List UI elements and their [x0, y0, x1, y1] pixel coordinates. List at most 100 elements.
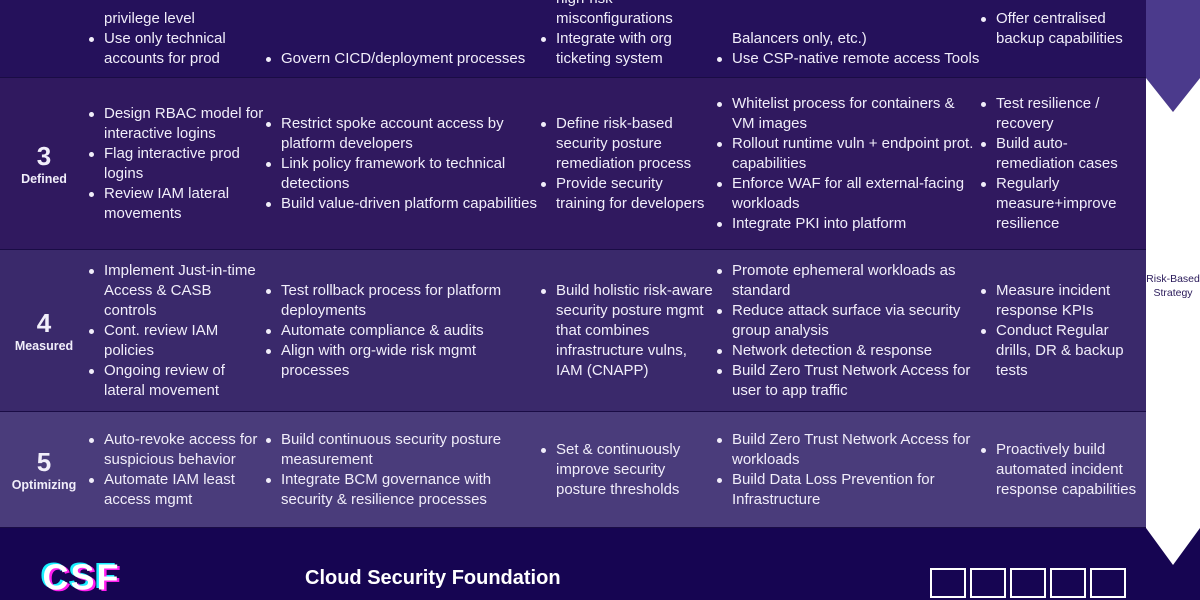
list-item: Align with org-wide risk mgmt processes [265, 341, 540, 381]
bullet-list: Whitelist process for containers & VM im… [716, 94, 980, 234]
list-item: Whitelist process for containers & VM im… [716, 94, 980, 134]
table-cell: Offer centralised backup capabilities [980, 0, 1146, 77]
csf-logo: CSF CSF CSF [38, 556, 208, 598]
list-item: Govern CICD/deployment processes [265, 49, 525, 69]
level-name: Measured [14, 338, 74, 353]
csf-logo-mark: CSF CSF CSF [40, 556, 123, 598]
list-item: Cont. review IAM policies [88, 321, 265, 361]
list-item: Ongoing review of lateral movement [88, 361, 265, 401]
list-item: Proactively build automated incident res… [980, 440, 1146, 500]
bullet-list: Balancers only, etc.) Use CSP-native remo… [716, 29, 979, 69]
table-cell: Auto-revoke access for suspicious behavi… [88, 412, 265, 527]
list-item: Balancers only, etc.) [732, 30, 867, 47]
social-icon-3[interactable] [1010, 568, 1046, 598]
bullet-list: Build continuous security posture measur… [265, 430, 540, 510]
list-item: Build Zero Trust Network Access for user… [716, 361, 980, 401]
list-item: Design RBAC model for interactive logins [88, 104, 265, 144]
list-item: Build Zero Trust Network Access for work… [716, 430, 980, 470]
list-item: Integrate PKI into platform [716, 214, 980, 234]
table-cell: Define risk-based security posture remed… [540, 78, 716, 249]
arrow-shapes [1146, 0, 1200, 600]
bullet-list: Design RBAC model for interactive logins… [88, 104, 265, 224]
bullet-list: Test rollback process for platform deplo… [265, 281, 540, 381]
list-item: Build holistic risk-aware security postu… [540, 281, 716, 381]
list-item: Reduce attack surface via security group… [716, 301, 980, 341]
level-number: 3 [36, 140, 52, 171]
social-icons [930, 568, 1126, 598]
level-name: Defined [21, 171, 67, 186]
social-icon-1[interactable] [930, 568, 966, 598]
list-item: Rollout runtime vuln + endpoint prot. ca… [716, 134, 980, 174]
footer-title: Cloud Security Foundation [305, 567, 561, 589]
list-item: Automate IAM least access mgmt [88, 470, 265, 510]
list-item: Use CSP-native remote access Tools [716, 49, 979, 69]
table-cell: Build Zero Trust Network Access for work… [716, 412, 980, 527]
table-cell: Design RBAC model for interactive logins… [88, 78, 265, 249]
list-item: Use only technical accounts for prod [88, 29, 265, 69]
logo-cyan-layer: CSF [40, 556, 118, 596]
bullet-list: Build Zero Trust Network Access for work… [716, 430, 980, 510]
list-item: Promote ephemeral workloads as standard [716, 261, 980, 301]
strategy-arrow [1146, 0, 1200, 600]
list-item: Regularly measure+improve resilience [980, 174, 1146, 234]
list-item: Offer centralised backup capabilities [980, 9, 1146, 49]
bullet-list: Auto-revoke access for suspicious behavi… [88, 430, 265, 510]
list-item: Build Data Loss Prevention for Infrastru… [716, 470, 980, 510]
list-item: Build auto-remediation cases [980, 134, 1146, 174]
list-item: privilege level [104, 10, 195, 27]
bullet-list: Proactively build automated incident res… [980, 440, 1146, 500]
list-item: Build value-driven platform capabilities [265, 194, 540, 214]
table-cell: Balancers only, etc.) Use CSP-native remo… [716, 0, 980, 77]
social-icon-5[interactable] [1090, 568, 1126, 598]
social-icon-2[interactable] [970, 568, 1006, 598]
bullet-list: Build holistic risk-aware security postu… [540, 281, 716, 381]
bullet-list: Offer centralised backup capabilities [980, 9, 1146, 49]
list-item: Define risk-based security posture remed… [540, 114, 716, 174]
table-cell: Whitelist process for containers & VM im… [716, 78, 980, 249]
logo-magenta-layer: CSF [45, 558, 123, 598]
table-cell: Build holistic risk-aware security postu… [540, 250, 716, 411]
down-arrow [1146, 78, 1200, 565]
list-item: Restrict spoke account access by platfor… [265, 114, 540, 154]
table-cell: Implement Just-in-time Access & CASB con… [88, 250, 265, 411]
list-item: Review IAM lateral movements [88, 184, 265, 224]
list-item: high-risk misconfigurations [556, 0, 673, 27]
list-item: Integrate with org ticketing system [540, 29, 716, 69]
previous-chevron [1146, 0, 1200, 112]
list-item: Automate compliance & audits [265, 321, 540, 341]
list-item: Test resilience / recovery [980, 94, 1146, 134]
table-cell: Restrict spoke account access by platfor… [265, 78, 540, 249]
list-item: Test rollback process for platform deplo… [265, 281, 540, 321]
list-item: Auto-revoke access for suspicious behavi… [88, 430, 265, 470]
bullet-list: Restrict spoke account access by platfor… [265, 114, 540, 214]
list-item: Enforce WAF for all external-facing work… [716, 174, 980, 214]
table-cell: Govern CICD/deployment processes [265, 0, 540, 77]
list-item: Network detection & response [716, 341, 980, 361]
list-item: Link policy framework to technical detec… [265, 154, 540, 194]
risk-based-strategy-label: Risk-Based Strategy [1146, 273, 1200, 299]
list-item: Implement Just-in-time Access & CASB con… [88, 261, 265, 321]
list-item: Provide security training for developers [540, 174, 716, 214]
level-number: 4 [36, 307, 52, 338]
table-cell: Build continuous security posture measur… [265, 412, 540, 527]
bullet-list: Define risk-based security posture remed… [540, 114, 716, 214]
bullet-list: Implement Just-in-time Access & CASB con… [88, 261, 265, 401]
level-cell [0, 0, 88, 77]
social-icon-4[interactable] [1050, 568, 1086, 598]
list-item: Set & continuously improve security post… [540, 440, 716, 500]
